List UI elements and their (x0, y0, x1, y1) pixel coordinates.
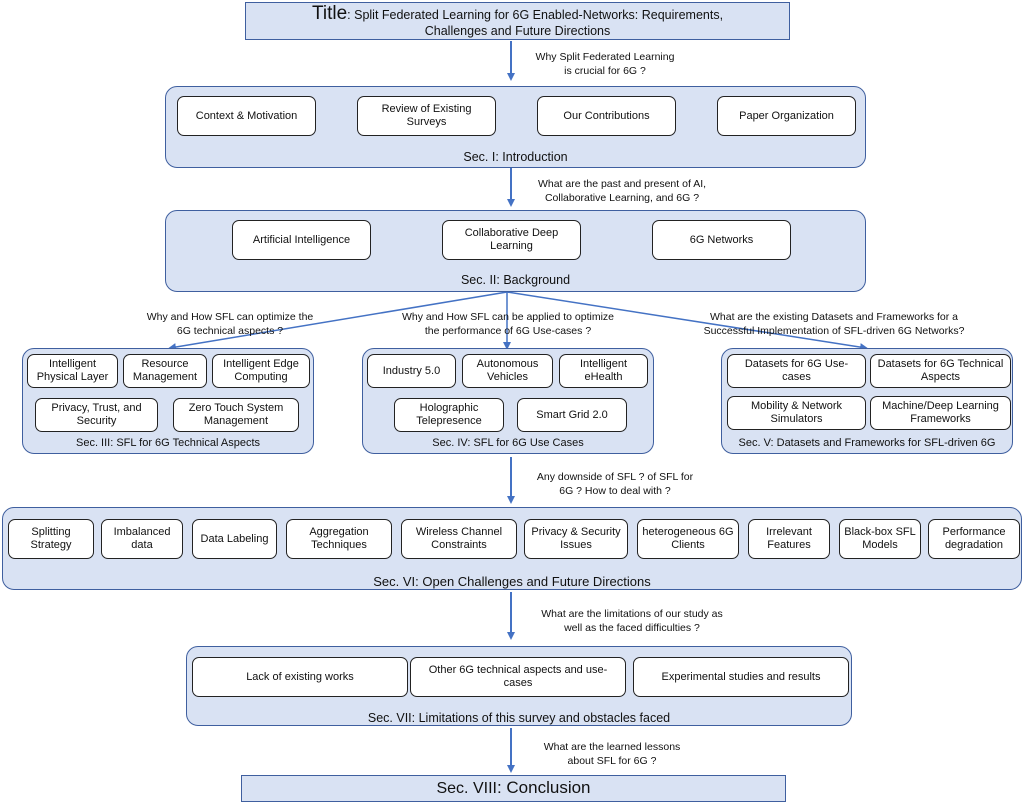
sec3-item: Resource Management (123, 354, 207, 388)
sec5-item: Machine/Deep Learning Frameworks (870, 396, 1011, 430)
sec5-item: Datasets for 6G Use-cases (727, 354, 866, 388)
question-1-line1: Why Split Federated Learning (535, 51, 675, 63)
sec1-item: Our Contributions (537, 96, 676, 136)
sec3-label: Sec. III: SFL for 6G Technical Aspects (75, 437, 261, 449)
conclusion-prefix: Sec. VIII (436, 780, 497, 797)
sec2-item: Collaborative Deep Learning (442, 220, 581, 260)
title-text-line2: Challenges and Future Directions (424, 24, 611, 38)
conclusion-box: Sec. VIII: Conclusion (241, 775, 786, 802)
title-box: Title: Split Federated Learning for 6G E… (245, 2, 790, 40)
question-3b: Why and How SFL can be applied to optimi… (378, 310, 638, 338)
sec2-label: Sec. II: Background (460, 273, 571, 287)
sec6-label: Sec. VI: Open Challenges and Future Dire… (373, 574, 651, 589)
sec7-item: Other 6G technical aspects and use-cases (410, 657, 626, 697)
sec6-item: Wireless Channel Constraints (401, 519, 517, 559)
sec3-item: Intelligent Edge Computing (212, 354, 310, 388)
question-6: What are the learned lessons about SFL f… (522, 740, 702, 768)
question-3a-line1: Why and How SFL can optimize the (146, 311, 314, 323)
sec7-label: Sec. VII: Limitations of this survey and… (367, 711, 671, 725)
question-3b-line2: the performance of 6G Use-cases ? (424, 325, 592, 337)
question-2: What are the past and present of AI, Col… (522, 177, 722, 205)
sec3-item: Privacy, Trust, and Security (35, 398, 158, 432)
question-3c: What are the existing Datasets and Frame… (672, 310, 996, 338)
question-1-line2: is crucial for 6G ? (564, 65, 646, 77)
sec1-label: Sec. I: Introduction (463, 150, 568, 164)
question-5-line1: What are the limitations of our study as (541, 608, 723, 620)
sec6-item: heterogeneous 6G Clients (637, 519, 739, 559)
question-2-line1: What are the past and present of AI, (537, 178, 707, 190)
question-6-line2: about SFL for 6G ? (567, 755, 657, 767)
question-4-line2: 6G ? How to deal with ? (559, 485, 671, 497)
sec5-item: Datasets for 6G Technical Aspects (870, 354, 1011, 388)
question-6-line1: What are the learned lessons (543, 741, 681, 753)
question-4-line1: Any downside of SFL ? of SFL for (536, 471, 694, 483)
conclusion-text: : Conclusion (496, 778, 591, 797)
sec1-item: Review of Existing Surveys (357, 96, 496, 136)
sec6-item: Imbalanced data (101, 519, 183, 559)
sec7-item: Experimental studies and results (633, 657, 849, 697)
sec7-item: Lack of existing works (192, 657, 408, 697)
question-2-line2: Collaborative Learning, and 6G ? (544, 192, 700, 204)
sec1-item: Paper Organization (717, 96, 856, 136)
question-3c-line2: Successful Implementation of SFL-driven … (703, 325, 965, 337)
question-3b-line1: Why and How SFL can be applied to optimi… (401, 311, 615, 323)
sec6-item: Performance degradation (928, 519, 1020, 559)
question-3a: Why and How SFL can optimize the 6G tech… (120, 310, 340, 338)
arrow-sec2-to-sec5 (506, 291, 868, 352)
sec2-item: Artificial Intelligence (232, 220, 371, 260)
sec4-item: Holographic Telepresence (394, 398, 504, 432)
question-1: Why Split Federated Learning is crucial … (520, 50, 690, 78)
sec1-item: Context & Motivation (177, 96, 316, 136)
title-text-line1: : Split Federated Learning for 6G Enable… (347, 8, 724, 22)
sec6-item: Splitting Strategy (8, 519, 94, 559)
sec3-item: Zero Touch System Management (173, 398, 299, 432)
sec4-item: Autonomous Vehicles (462, 354, 553, 388)
question-4: Any downside of SFL ? of SFL for 6G ? Ho… (520, 470, 710, 498)
sec4-label: Sec. IV: SFL for 6G Use Cases (432, 437, 584, 449)
sec4-item: Industry 5.0 (367, 354, 456, 388)
question-5-line2: well as the faced difficulties ? (564, 622, 700, 634)
sec5-item: Mobility & Network Simulators (727, 396, 866, 430)
arrow-sec2-to-sec3 (168, 291, 508, 351)
sec6-item: Black-box SFL Models (839, 519, 921, 559)
sec6-item: Data Labeling (192, 519, 277, 559)
title-label: Title (311, 3, 348, 24)
question-5: What are the limitations of our study as… (522, 607, 742, 635)
sec6-item: Irrelevant Features (748, 519, 830, 559)
question-3a-line2: 6G technical aspects ? (176, 325, 284, 337)
sec6-item: Aggregation Techniques (286, 519, 392, 559)
sec4-item: Smart Grid 2.0 (517, 398, 627, 432)
sec2-item: 6G Networks (652, 220, 791, 260)
sec6-item: Privacy & Security Issues (524, 519, 628, 559)
sec5-label: Sec. V: Datasets and Frameworks for SFL-… (738, 437, 996, 449)
sec4-item: Intelligent eHealth (559, 354, 648, 388)
sec3-item: Intelligent Physical Layer (27, 354, 118, 388)
question-3c-line1: What are the existing Datasets and Frame… (709, 311, 959, 323)
